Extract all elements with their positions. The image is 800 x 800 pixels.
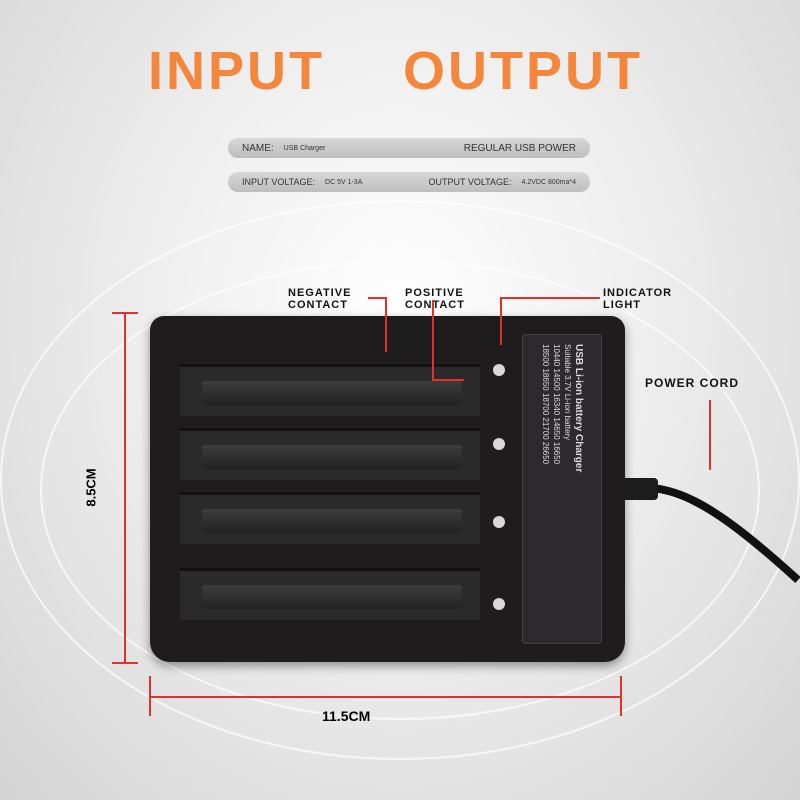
- output-voltage-label: OUTPUT VOLTAGE:: [428, 177, 512, 187]
- battery-slot: [180, 568, 480, 620]
- battery: [202, 445, 462, 469]
- dimension-tick: [112, 312, 138, 314]
- input-title: INPUT: [148, 41, 325, 101]
- annotation-line: [368, 297, 386, 299]
- indicator-led: [493, 438, 505, 450]
- background-swirl: [40, 260, 760, 720]
- dimension-tick: [149, 676, 151, 716]
- charger-body: USB Li-ion battery Charger Suitable 3.7V…: [150, 316, 625, 662]
- panel-line: 10440 14500 16340 14650 16650: [552, 344, 561, 465]
- label-panel: USB Li-ion battery Charger Suitable 3.7V…: [522, 334, 602, 644]
- panel-line: Suitable 3.7V Li-ion battery: [563, 344, 572, 441]
- width-dimension-line: [150, 696, 622, 698]
- output-title: OUTPUT: [403, 41, 643, 101]
- annotation-arrow: [709, 400, 711, 470]
- annotation-line: [432, 379, 464, 381]
- input-voltage-label: INPUT VOLTAGE:: [242, 177, 316, 187]
- battery-slot: [180, 428, 480, 480]
- power-cord: [618, 478, 800, 583]
- indicator-led: [493, 364, 505, 376]
- indicator-light-label: INDICATOR LIGHT: [603, 287, 673, 311]
- background-swirl: [0, 200, 800, 760]
- annotation-line: [500, 297, 502, 345]
- annotation-line: [385, 297, 387, 352]
- annotation-line: [500, 297, 600, 299]
- name-value: USB Charger: [283, 144, 326, 152]
- spec-voltage-row: INPUT VOLTAGE: DC 5V 1-3A OUTPUT VOLTAGE…: [228, 172, 590, 192]
- name-right: REGULAR USB POWER: [463, 142, 576, 154]
- panel-title: USB Li-ion battery Charger: [573, 344, 584, 473]
- input-voltage-value: DC 5V 1-3A: [325, 178, 363, 186]
- battery: [202, 585, 462, 609]
- height-dimension-line: [124, 313, 126, 663]
- dimension-tick: [620, 676, 622, 716]
- annotation-line: [432, 300, 434, 380]
- power-cord-label: POWER CORD: [645, 376, 739, 390]
- height-label: 8.5CM: [83, 468, 99, 507]
- battery: [202, 509, 462, 533]
- battery-slot: [180, 492, 480, 544]
- positive-contact-label: POSITIVE CONTACT: [405, 287, 465, 311]
- negative-contact-label: NEGATIVE CONTACT: [288, 287, 352, 311]
- output-voltage-value: 4.2VDC 800ma*4: [521, 178, 576, 186]
- name-label: NAME:: [242, 142, 274, 154]
- spec-name-row: NAME: USB Charger REGULAR USB POWER: [228, 138, 590, 158]
- panel-line: 18500 18650 18700 21700 26650: [541, 344, 550, 465]
- indicator-led: [493, 598, 505, 610]
- battery-slot: [180, 364, 480, 416]
- width-label: 11.5CM: [322, 708, 371, 724]
- dimension-tick: [112, 662, 138, 664]
- battery: [202, 381, 462, 405]
- indicator-led: [493, 516, 505, 528]
